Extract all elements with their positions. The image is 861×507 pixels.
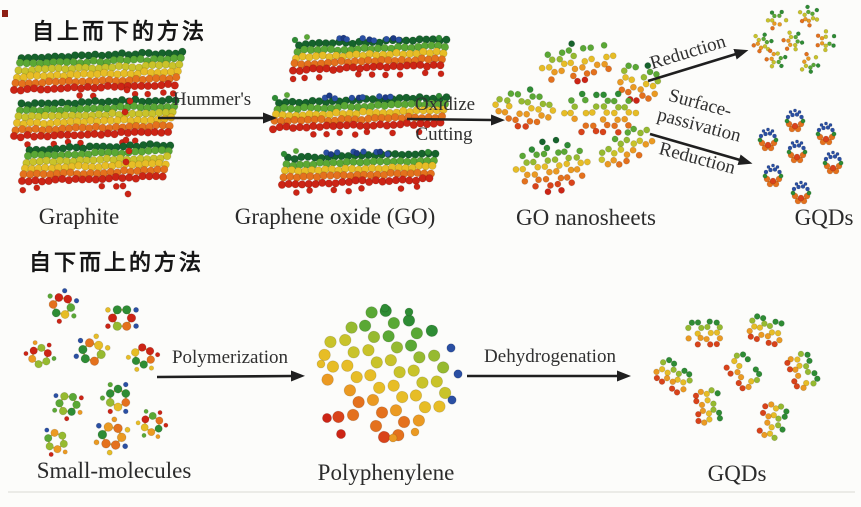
graphene-oxide-label: Graphene oxide (GO) — [234, 204, 436, 229]
graphite-illustration — [9, 47, 187, 198]
polyphenylene-illustration — [316, 303, 463, 444]
top-down-method-title: 自上而下的方法 — [32, 20, 208, 45]
cutting-arrow-label: Cutting — [415, 124, 473, 145]
go-nanosheets-label: GO nanosheets — [516, 205, 656, 230]
polymerization-arrow — [156, 370, 305, 382]
gqds-illustration — [751, 4, 837, 74]
graphite-label: Graphite — [38, 204, 120, 229]
go-nanosheets-illustration — [492, 40, 662, 196]
reduction-arrow — [647, 49, 749, 83]
oxidize-arrow-label: Oxidize — [414, 94, 476, 115]
gqds-bottom-illustration — [653, 313, 821, 442]
hummers-arrow-label: Hummer's — [172, 89, 252, 110]
surface-passivation-arrow — [649, 132, 753, 166]
polymerization-arrow-label: Polymerization — [171, 347, 289, 368]
oxidize-cutting-arrow — [406, 114, 505, 126]
graphene-oxide-illustration — [268, 33, 451, 197]
gqds-top-label: GQDs — [794, 205, 854, 230]
polyphenylene-label: Polyphenylene — [317, 460, 455, 485]
passivated-gqds-illustration — [757, 108, 844, 205]
small-molecules-label: Small-molecules — [36, 458, 192, 483]
figure-bottom-rule — [8, 491, 855, 493]
scan-artifact-mark — [2, 10, 8, 17]
dehydrogenation-arrow-label: Dehydrogenation — [484, 346, 616, 367]
gqds-bottom-label: GQDs — [707, 461, 767, 486]
bottom-up-method-title: 自下而上的方法 — [29, 251, 205, 276]
small-molecules-illustration — [23, 287, 169, 457]
